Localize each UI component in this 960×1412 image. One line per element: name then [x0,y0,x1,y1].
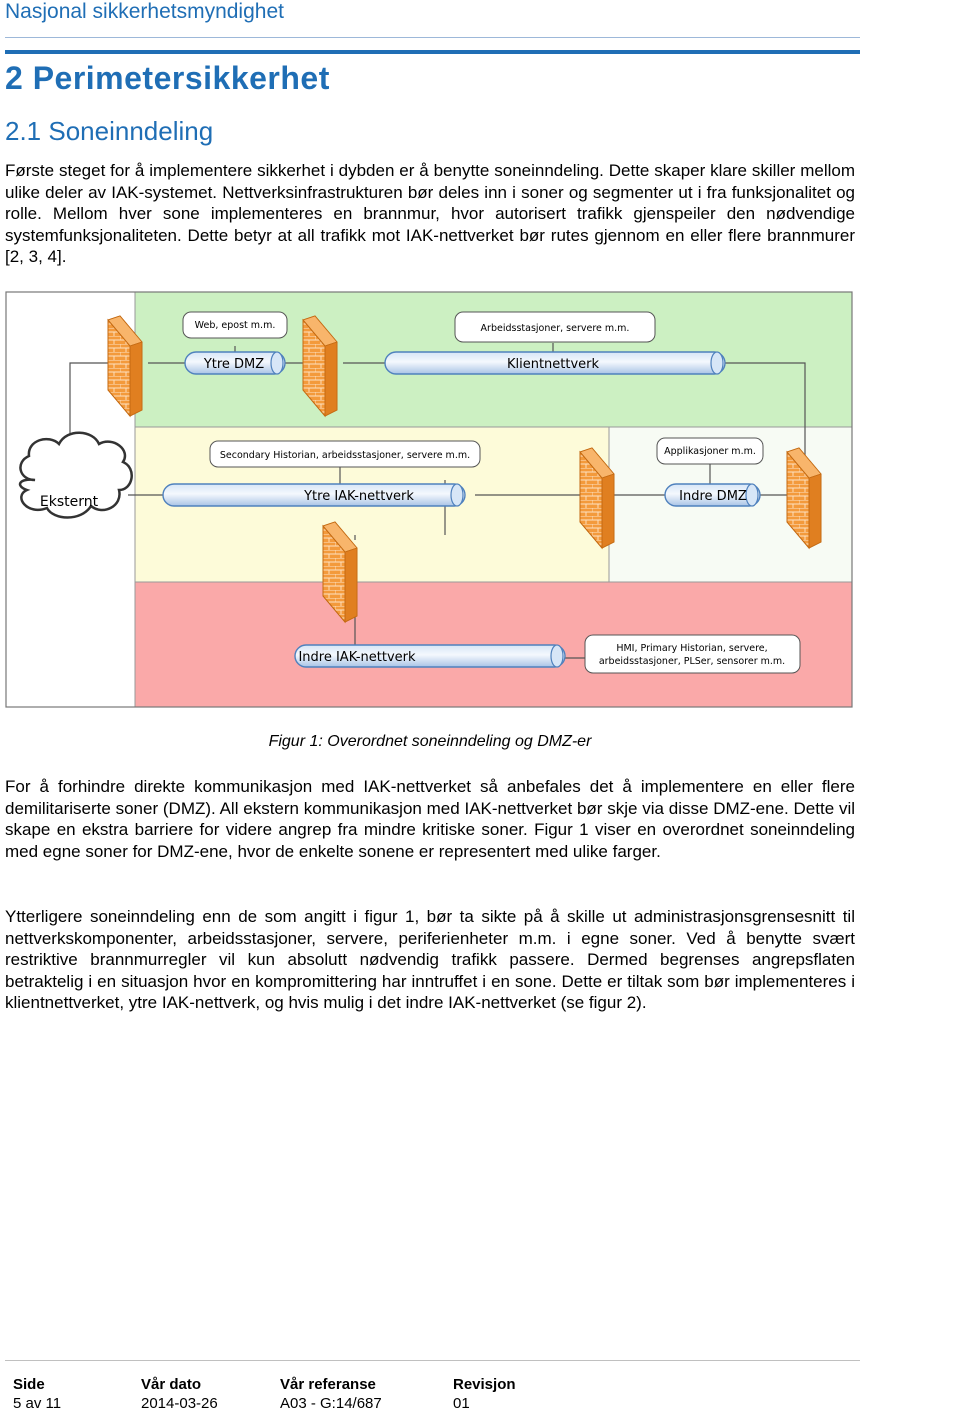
host-box-hmi: HMI, Primary Historian, servere, arbeids… [584,634,801,674]
segment-klientnettverk: Klientnettverk [384,351,726,375]
section-heading: 2.1 Soneinndeling [5,116,214,146]
svg-text:arbeidsstasjoner, PLSer, senso: arbeidsstasjoner, PLSer, sensorer m.m. [599,656,785,667]
footer-date-value: 2014-03-26 [141,1395,218,1412]
figure-caption: Figur 1: Overordnet soneinndeling og DMZ… [268,733,592,750]
external-cloud-icon [18,431,133,519]
host-box-secondary: Secondary Historian, arbeidsstasjoner, s… [209,440,481,468]
svg-text:Ytre IAK-nettverk: Ytre IAK-nettverk [303,489,414,504]
svg-text:Applikasjoner m.m.: Applikasjoner m.m. [664,446,756,457]
footer-reference-label: Vår referanse [280,1376,376,1393]
segment-ytre-iak: Ytre IAK-nettverk [162,483,466,507]
cloud-label: Eksternt [40,494,99,510]
footer-rule [5,1360,860,1361]
header-thin-rule [5,37,860,38]
footer-date: Vår dato 2014-03-26 [141,1376,218,1412]
footer-revision: Revisjon 01 [453,1376,516,1412]
zone-diagram: Eksternt Ytre DMZ Klientnettverk Ytre IA… [5,290,855,715]
paragraph-further-zoning: Ytterligere soneinndeling enn de som ang… [5,907,855,1012]
svg-text:Klientnettverk: Klientnettverk [507,357,600,372]
footer-reference: Vår referanse A03 - G:14/687 [280,1376,382,1412]
footer-page: Side 5 av 11 [13,1376,61,1412]
footer-date-label: Vår dato [141,1376,202,1393]
segment-indre-dmz: Indre DMZ [664,483,761,507]
footer-reference-value: A03 - G:14/687 [280,1395,382,1412]
chapter-heading: 2 Perimetersikkerhet [5,60,330,96]
svg-text:HMI, Primary Historian, server: HMI, Primary Historian, servere, [616,643,767,654]
segment-ytre-dmz: Ytre DMZ [184,351,286,375]
svg-text:Web, epost m.m.: Web, epost m.m. [195,320,276,331]
footer-page-label: Side [13,1376,45,1393]
paragraph-dmz: For å forhindre direkte kommunikasjon me… [5,777,855,861]
host-box-web: Web, epost m.m. [182,311,288,339]
figure-border [5,291,853,708]
svg-text:Indre DMZ: Indre DMZ [679,489,747,504]
footer-revision-label: Revisjon [453,1376,516,1393]
paragraph-intro: Første steget for å implementere sikkerh… [5,161,855,266]
footer-revision-value: 01 [453,1395,470,1412]
footer-page-value: 5 av 11 [13,1395,62,1412]
svg-text:Ytre DMZ: Ytre DMZ [203,357,264,372]
svg-text:Secondary Historian, arbeidsst: Secondary Historian, arbeidsstasjoner, s… [220,450,470,461]
host-box-applikasjoner: Applikasjoner m.m. [656,437,764,465]
host-box-arbeidsstasjoner: Arbeidsstasjoner, servere m.m. [454,311,656,343]
organization-name: Nasjonal sikkerhetsmyndighet [5,0,284,23]
svg-text:Indre IAK-nettverk: Indre IAK-nettverk [298,650,416,665]
svg-text:Arbeidsstasjoner, servere m.m.: Arbeidsstasjoner, servere m.m. [481,323,630,334]
header-rule [5,50,860,54]
segment-indre-iak: Indre IAK-nettverk [294,644,566,668]
